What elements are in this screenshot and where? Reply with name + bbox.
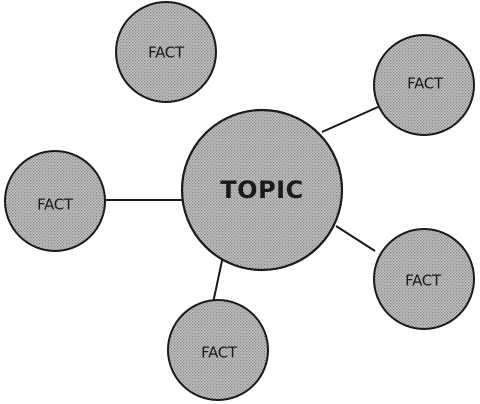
topic-node-center: TOPIC [180, 108, 344, 272]
connector-lower-right-fact [335, 225, 376, 252]
connector-bottom-fact [212, 255, 224, 304]
fact-node-bottom: FACT [167, 299, 269, 401]
fact-node-top: FACT [115, 1, 217, 103]
fact-label: FACT [405, 272, 442, 290]
fact-node-left: FACT [4, 150, 106, 252]
fact-node-lower-right: FACT [373, 228, 475, 330]
fact-label: FACT [37, 196, 74, 214]
fact-label: FACT [201, 344, 238, 362]
fact-node-upper-right: FACT [373, 34, 475, 136]
topic-label: TOPIC [220, 176, 303, 204]
fact-label: FACT [148, 44, 185, 62]
fact-label: FACT [407, 75, 444, 93]
connector-upper-right-fact [321, 106, 379, 133]
